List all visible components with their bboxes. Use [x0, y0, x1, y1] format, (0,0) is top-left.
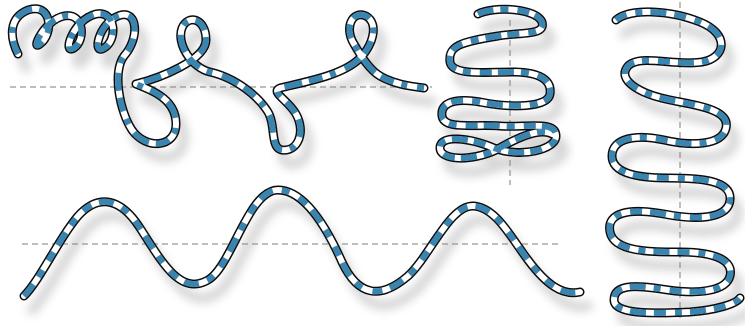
ribbon-figure-canvas: [0, 2, 745, 326]
ribbon-figure-svg: [0, 2, 745, 326]
